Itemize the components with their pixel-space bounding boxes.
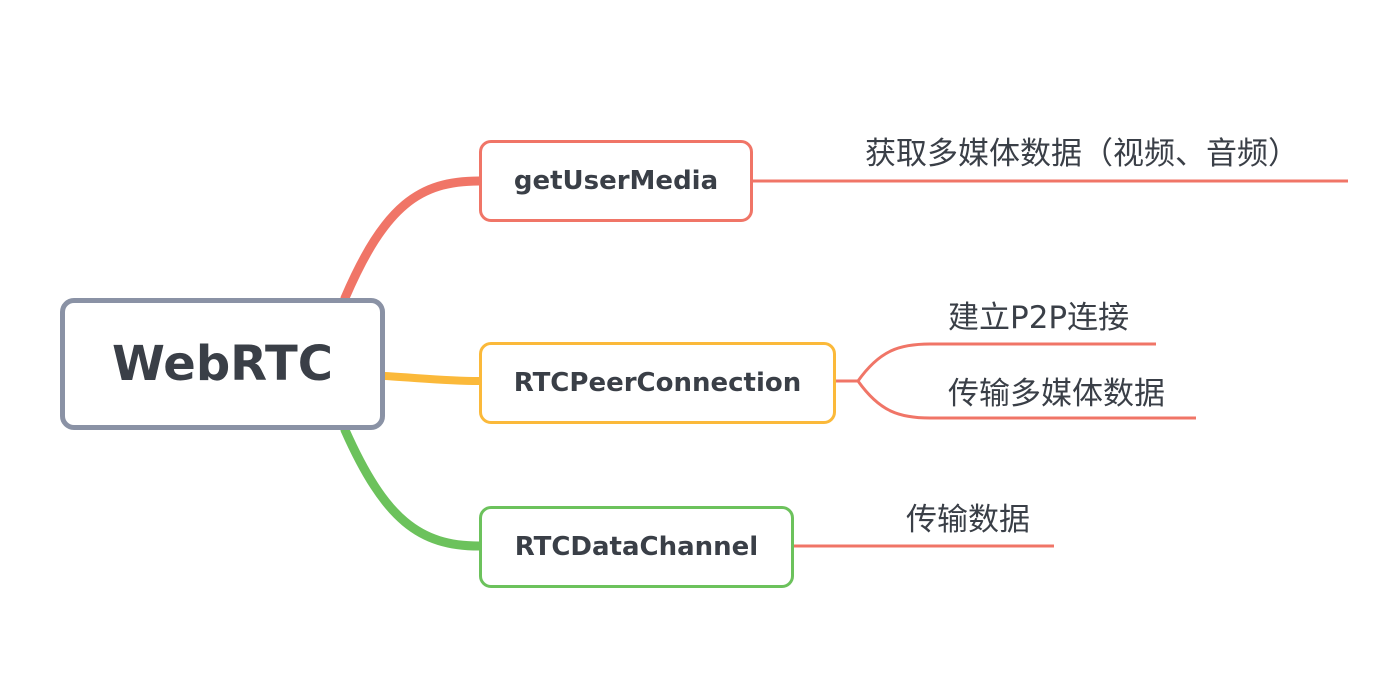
root-node-webrtc[interactable]: WebRTC: [60, 298, 385, 430]
connector-root-getusermedia: [340, 176, 484, 303]
connector-rtcpeerconnection-leaf-2: [856, 380, 1196, 420]
leaf-node-transfer-data[interactable]: 传输数据: [906, 502, 1030, 538]
connector-root-rtcpeerconnection: [381, 372, 483, 385]
branch-node-getusermedia[interactable]: getUserMedia: [479, 140, 753, 222]
branch-node-rtcpeerconnection[interactable]: RTCPeerConnection: [479, 342, 836, 424]
branch-node-rtcdatachannel[interactable]: RTCDataChannel: [479, 506, 794, 588]
leaf-node-transfer-media-data[interactable]: 传输多媒体数据: [948, 376, 1165, 412]
leaf-node-get-media-data[interactable]: 获取多媒体数据（视频、音频）: [865, 136, 1299, 172]
connector-rtcpeerconnection-leaf-1: [856, 342, 1156, 382]
leaf-node-establish-p2p[interactable]: 建立P2P连接: [948, 300, 1130, 336]
connector-root-rtcdatachannel: [340, 425, 484, 551]
